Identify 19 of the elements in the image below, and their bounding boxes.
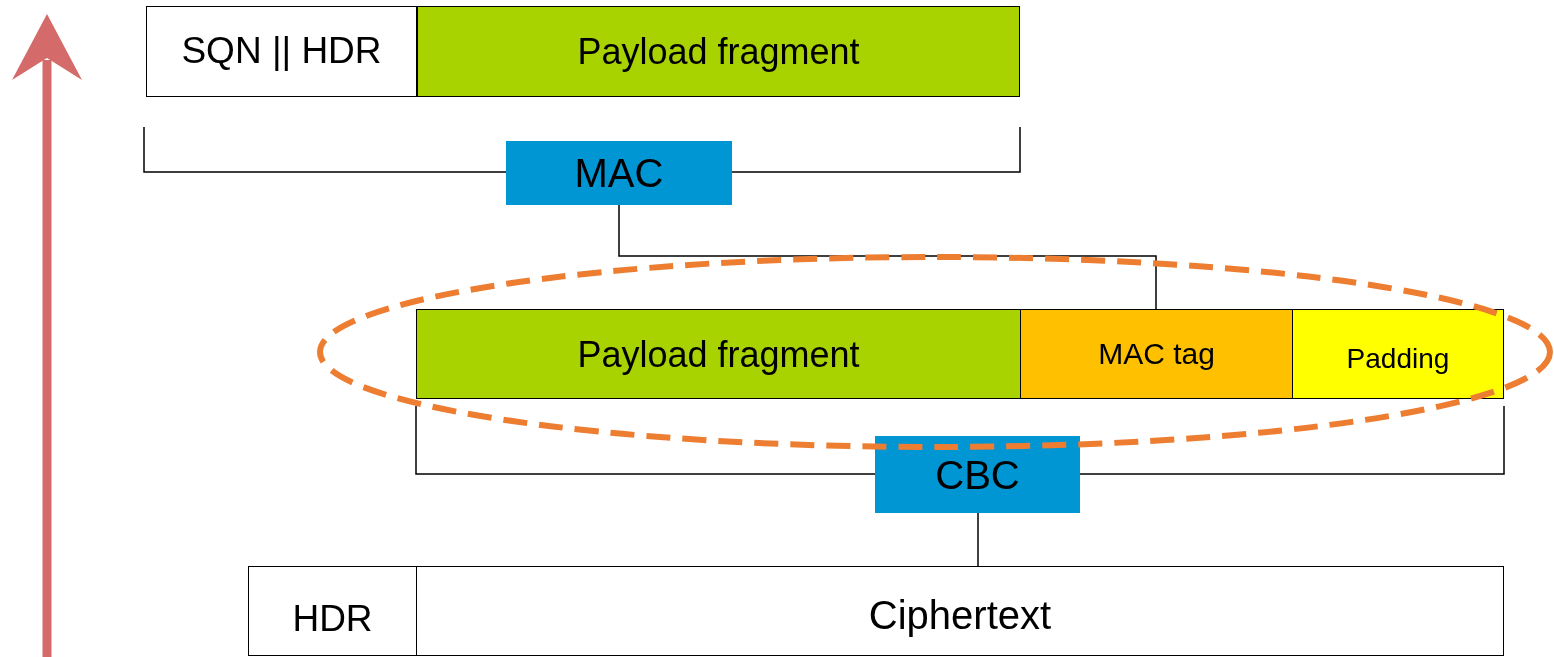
padding-field (1292, 309, 1504, 399)
field-label: Ciphertext (868, 592, 1052, 639)
field-label: SQN || HDR (181, 29, 382, 74)
payload-field (417, 6, 1020, 97)
header-field (146, 6, 417, 97)
header-field (248, 566, 417, 656)
mac-block (506, 141, 732, 205)
ciphertext-field (416, 566, 1504, 656)
field-label: Payload fragment (577, 332, 860, 377)
cbc-block (875, 436, 1080, 513)
connector-line (977, 512, 979, 567)
field-label: Padding (1346, 341, 1450, 376)
field-label: MAC (574, 150, 664, 197)
field-label: HDR (292, 596, 373, 641)
field-label: MAC tag (1098, 336, 1215, 373)
field-label: CBC (935, 451, 1020, 499)
field-label: Payload fragment (577, 30, 860, 74)
mac-tag-field (1020, 309, 1293, 399)
payload-field (416, 309, 1021, 399)
